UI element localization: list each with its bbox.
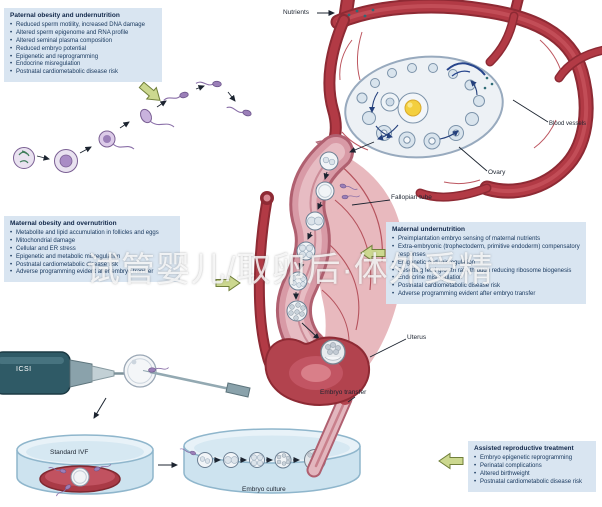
fine-capillaries [339, 31, 563, 185]
paternal-arrow [136, 78, 166, 107]
bullet-item: Endocrine misregulation [10, 61, 157, 69]
bullet-item: Resetting fetal growth rate through redu… [392, 268, 581, 276]
bullet-item: Mitochondrial damage [10, 238, 175, 246]
embryo-transfer-label: Embryo transfer [320, 389, 367, 396]
standard-ivf-label: Standard IVF [50, 449, 89, 456]
hilum-vessel [446, 62, 486, 76]
art-arrow [438, 453, 464, 469]
maternal-undernutrition-box-list: Preimplantation embryo sensing of matern… [392, 236, 581, 298]
icsi-setup [0, 351, 251, 398]
maternal-obesity-box-list: Metabolite and lipid accumulation in fol… [10, 230, 175, 277]
bullet-item: Postnatal cardiometabolic disease risk [392, 283, 581, 291]
icsi-to-dish-arrow [93, 397, 107, 419]
maternal-undernutrition-box-title: Maternal undernutrition [392, 226, 465, 233]
bullet-item: Epigenetic and reprogramming [10, 54, 157, 62]
blood-vessels-label: Blood vessels [549, 121, 587, 127]
blood-vessel-network [253, 0, 602, 402]
bullet-item: Preimplantation embryo sensing of matern… [392, 236, 581, 244]
paternal-info-box: Paternal obesity and undernutrition Redu… [4, 8, 162, 83]
bullet-item: Adverse programming evident after embryo… [10, 269, 175, 277]
nutrients-label: Nutrients [283, 9, 310, 16]
uterus-label: Uterus [407, 334, 427, 341]
bullet-item: Embryo epigenetic reprogramming [474, 455, 591, 463]
ovary-label: Ovary [488, 169, 506, 176]
bullet-item: Epigenetic and misregulation [392, 260, 581, 268]
bullet-item: Endocrine misregulation [392, 275, 581, 283]
bullet-item: Postnatal cardiometabolic disease risk [10, 262, 175, 270]
bullet-item: Altered sperm epigenome and RNA profile [10, 30, 157, 38]
bullet-item: Metabolite and lipid accumulation in fol… [10, 230, 175, 238]
embryo-stages-tube [286, 141, 375, 340]
bullet-item: Reduced embryo potential [10, 46, 157, 54]
maternal-obesity-info-box: Maternal obesity and overnutrition Metab… [4, 216, 180, 283]
sperm-development [13, 78, 253, 173]
art-box-title: Assisted reproductive treatment [474, 445, 574, 452]
bullet-item: Perinatal complications [474, 463, 591, 471]
paternal-box-list: Reduced sperm motility, increased DNA da… [10, 22, 157, 77]
art-info-box: Assisted reproductive treatment Embryo e… [468, 441, 596, 492]
bullet-item: Postnatal cardiometabolic disease risk [474, 479, 591, 487]
bullet-item: Altered birthweight [474, 471, 591, 479]
standard-ivf-dish [16, 434, 154, 498]
bullet-item: Adverse programming evident after embryo… [392, 291, 581, 299]
icsi-label: ICSI [16, 366, 32, 373]
maternal-obesity-box-title: Maternal obesity and overnutrition [10, 220, 117, 227]
bullet-item: Epigenetic and metabolic misregulation [10, 254, 175, 262]
ovary-illustration [344, 55, 504, 159]
bullet-item: Reduced sperm motility, increased DNA da… [10, 22, 157, 30]
fallopian-tube-label: Fallopian tube [391, 194, 432, 201]
bullet-item: Extra-embryonic (trophectoderm, primitiv… [392, 244, 581, 260]
embryo-culture-label: Embryo culture [242, 486, 286, 493]
maternal-undernutrition-info-box: Maternal undernutrition Preimplantation … [386, 222, 586, 304]
bullet-item: Postnatal cardiometabolic disease risk [10, 69, 157, 77]
label-pointer-lines [317, 10, 549, 403]
paternal-box-title: Paternal obesity and undernutrition [10, 12, 120, 19]
watermark-text: 试管婴儿/取卵后·体外受精 [86, 251, 494, 289]
blastocyst-implanting [320, 339, 346, 365]
nutrient-dots [347, 8, 375, 18]
follicle-cycle-arrows [369, 80, 478, 141]
bullet-item: Altered seminal plasma composition [10, 38, 157, 46]
bullet-item: Cellular and ER stress [10, 246, 175, 254]
art-box-list: Embryo epigenetic reprogrammingPerinatal… [474, 455, 591, 486]
